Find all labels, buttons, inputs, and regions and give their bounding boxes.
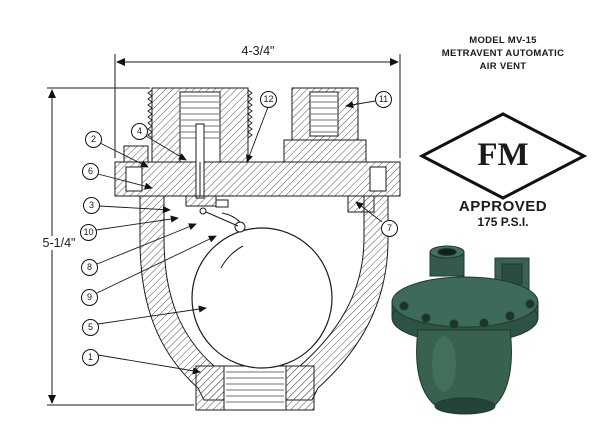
float-ball [191, 212, 333, 369]
callout-6: 6 [82, 163, 99, 180]
callout-7: 7 [381, 220, 398, 237]
pressure-rating: 175 P.S.I. [477, 215, 529, 229]
callout-3: 3 [83, 197, 100, 214]
title-line-product: METRAVENT AUTOMATIC [441, 48, 565, 59]
callout-leader-lines [95, 100, 383, 375]
dimension-lines [47, 54, 401, 406]
product-photo [391, 245, 539, 415]
callout-5: 5 [82, 319, 99, 336]
dimension-height-label: 5-1/4" [36, 236, 82, 250]
title-line-type: AIR VENT [479, 61, 527, 72]
title-block: MODEL MV-15 METRAVENT AUTOMATIC AIR VENT [412, 34, 594, 73]
callout-8: 8 [81, 259, 98, 276]
valve-body [114, 87, 401, 411]
callout-12: 12 [260, 91, 277, 108]
title-line-model: MODEL MV-15 [469, 35, 537, 46]
fm-mark-text: FM [477, 137, 529, 173]
callout-4: 4 [131, 123, 148, 140]
callout-2: 2 [85, 131, 102, 148]
dimension-width-label: 4-3/4" [241, 44, 275, 58]
callout-9: 9 [81, 289, 98, 306]
callout-1: 1 [82, 349, 99, 366]
approved-text: APPROVED [458, 198, 548, 215]
callout-10: 10 [80, 224, 97, 241]
fm-diamond-logo [418, 112, 588, 200]
callout-11: 11 [375, 91, 392, 108]
valve-mechanism [185, 162, 239, 227]
